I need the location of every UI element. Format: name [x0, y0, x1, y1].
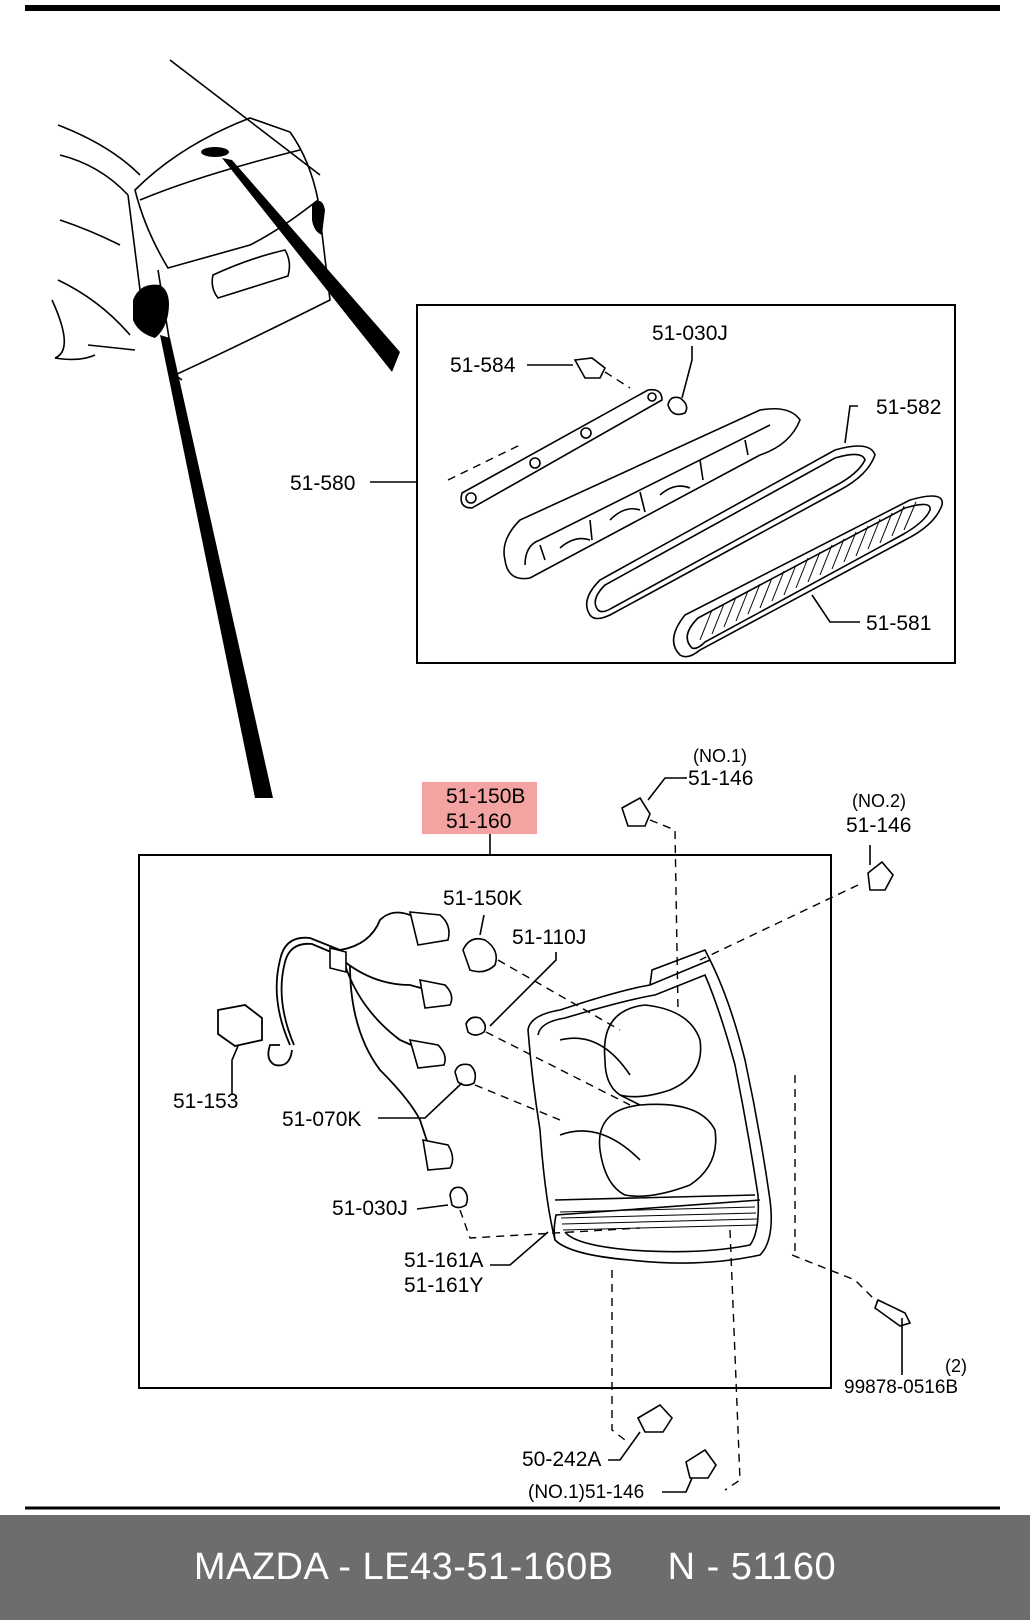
footer-mazda-part: MAZDA - LE43-51-160B: [193, 1546, 614, 1588]
clip-51-584: [573, 357, 607, 379]
upper-leaders: [370, 346, 860, 623]
label-no2-note: (NO.2): [852, 791, 906, 811]
label-no1-top-note: (NO.1): [693, 746, 747, 766]
label-50-242A: 50-242A: [522, 1448, 601, 1471]
label-51-153: 51-153: [173, 1090, 238, 1113]
connector-51-153: [217, 1004, 263, 1047]
tail-lamp-body: [527, 948, 773, 1264]
fastener-no1-bottom: [685, 1448, 717, 1479]
lower-dashed-guides: [459, 819, 881, 1491]
label-51-030J: 51-030J: [332, 1197, 408, 1220]
bulb-51-030J: [449, 1186, 469, 1209]
screw-99878-0516B: [874, 1298, 912, 1327]
leader-wedge-lower: [160, 335, 273, 798]
tail-lamp-lens-lines: [559, 1206, 759, 1231]
label-51-580: 51-580: [290, 472, 355, 495]
label-51-584: 51-584: [450, 354, 516, 377]
lower-leaders: [231, 777, 903, 1493]
label-99878-0516B: 99878-0516B: [844, 1377, 958, 1398]
bulb-51-110J: [465, 1016, 487, 1036]
bulb-51-070K: [454, 1063, 477, 1087]
fastener-no2: [867, 860, 894, 891]
label-51-070K: 51-070K: [282, 1108, 361, 1131]
high-mount-lamp-parts: [460, 388, 943, 658]
label-no1-top-part: 51-146: [688, 767, 753, 790]
label-no1-bottom: (NO.1)51-146: [528, 1482, 644, 1503]
vehicle-badge: [201, 147, 229, 157]
bulb-51-030J-top: [667, 396, 688, 416]
leader-wedge-upper: [222, 158, 400, 372]
vehicle-left-tail-lamp: [133, 284, 169, 338]
fastener-50-242A: [636, 1403, 674, 1433]
assembly-number-highlight: [422, 782, 537, 834]
label-51-150B: 51-150B: [446, 785, 525, 808]
label-51-110J: 51-110J: [512, 926, 586, 949]
upper-detail-box: [416, 304, 956, 664]
label-51-160: 51-160: [446, 810, 511, 833]
vehicle-right-tail-lamp: [312, 201, 325, 235]
wiring-harness: [267, 911, 431, 1151]
fastener-no1-top: [621, 796, 651, 827]
label-screw-qty: (2): [945, 1356, 967, 1376]
lower-detail-box: [138, 854, 832, 1389]
label-51-161A: 51-161A: [404, 1249, 483, 1272]
upper-dashed-guides: [447, 371, 631, 481]
footer-oem-ref: N - 51160: [667, 1546, 837, 1588]
label-51-030J-top: 51-030J: [652, 322, 728, 345]
bulb-sockets: [329, 911, 454, 1171]
label-51-150K: 51-150K: [443, 887, 522, 910]
label-51-161Y: 51-161Y: [404, 1274, 483, 1297]
label-51-582: 51-582: [876, 396, 941, 419]
lens-hatching: [699, 501, 917, 641]
parts-diagram: 51-584 51-030J 51-582 51-580 51-581 51-1…: [25, 5, 1000, 1510]
vehicle-rear-sketch: [51, 59, 331, 381]
bulb-51-150K: [462, 937, 498, 973]
label-no2-part: 51-146: [846, 814, 911, 837]
label-51-581: 51-581: [866, 612, 931, 635]
part-number-footer: MAZDA - LE43-51-160B N - 51160: [0, 1515, 1030, 1620]
